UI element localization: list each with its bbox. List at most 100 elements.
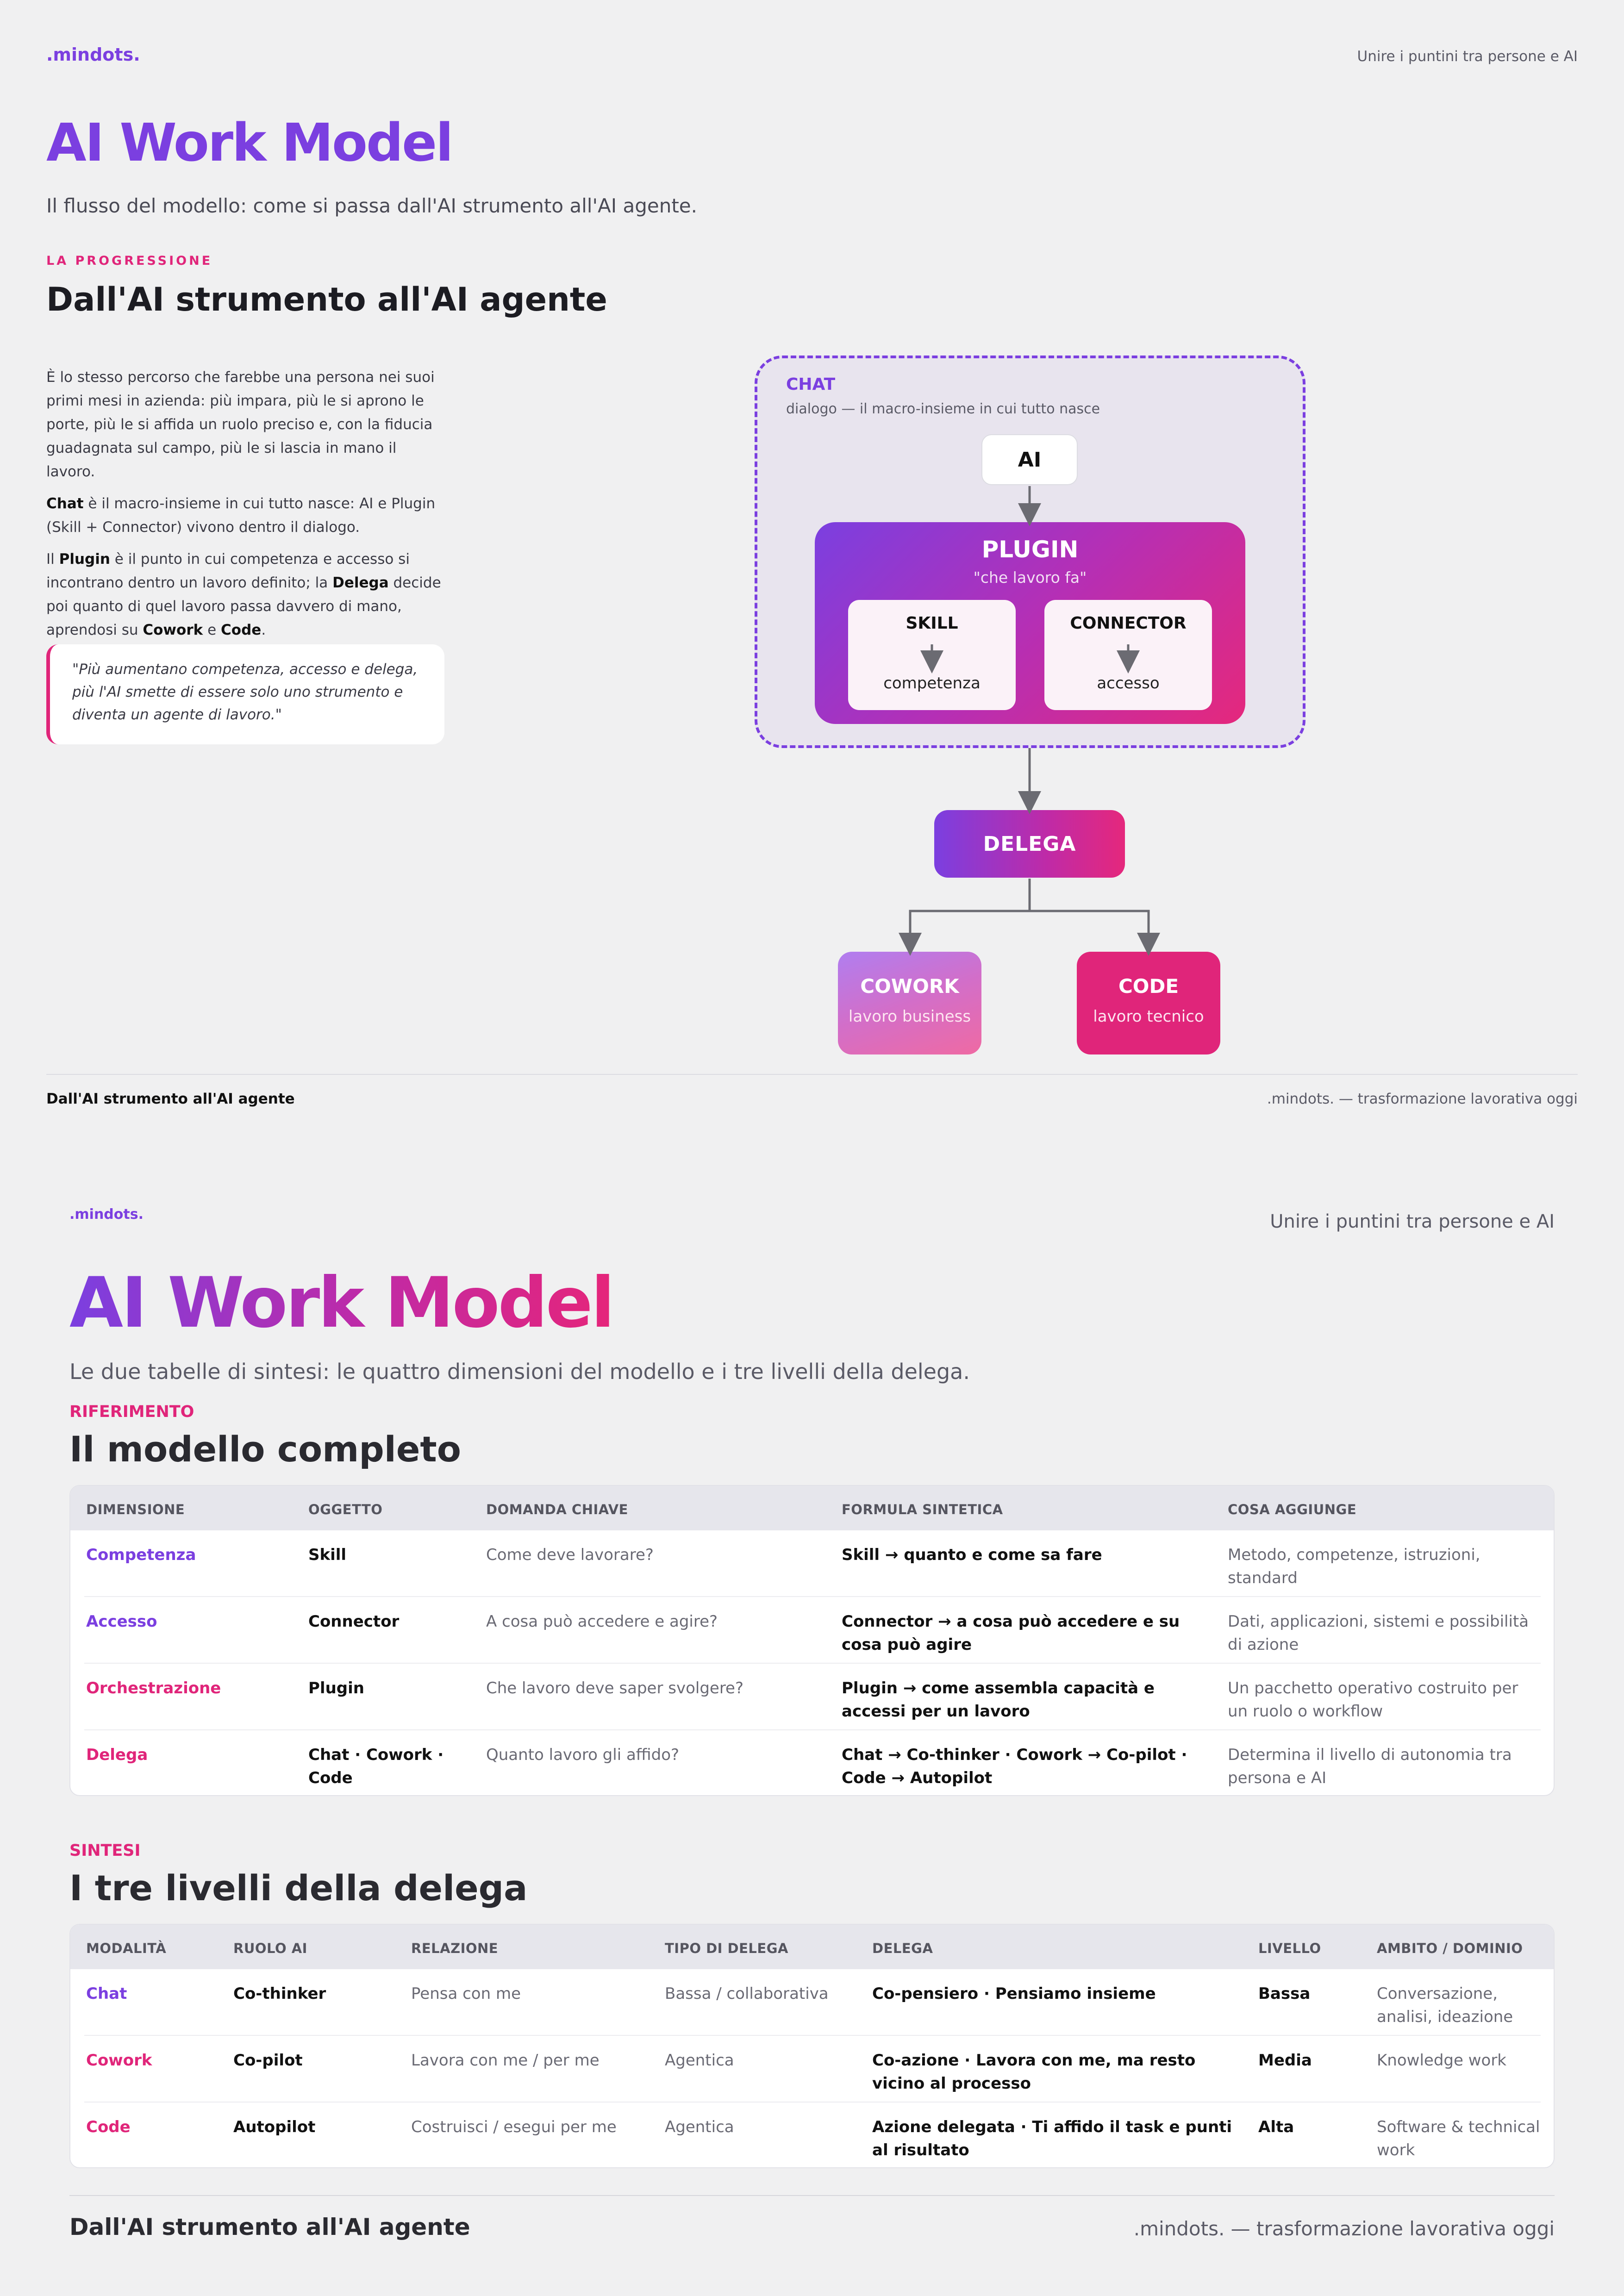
table-row: Code Autopilot Costruisci / esegui per m… — [84, 2103, 1541, 2167]
table-row: Delega Chat · Cowork · Code Quanto lavor… — [84, 1730, 1541, 1795]
column-header: LIVELLO — [1258, 1940, 1321, 1956]
table-cell: Un pacchetto operativo costruito per un … — [1228, 1679, 1518, 1721]
tagline: Unire i puntini tra persone e AI — [1357, 48, 1578, 65]
footer-title: Dall'AI strumento all'AI agente — [69, 2214, 470, 2240]
diagram-connectors — [899, 486, 1160, 956]
column-header: DELEGA — [872, 1940, 933, 1956]
table-cell: Autopilot — [233, 2118, 316, 2136]
table-cell: Quanto lavoro gli affido? — [486, 1746, 680, 1764]
table-cell: Software & technical work — [1377, 2118, 1540, 2159]
section-heading: Dall'AI strumento all'AI agente — [46, 281, 607, 318]
plugin-title: PLUGIN — [981, 536, 1079, 563]
divider — [46, 1074, 1578, 1075]
column-header: DIMENSIONE — [86, 1502, 185, 1517]
logo: .mindots. — [69, 1206, 144, 1223]
table-cell: Alta — [1258, 2118, 1294, 2136]
page-title: AI Work Model — [69, 1263, 615, 1343]
table-cell: Bassa / collaborativa — [665, 1984, 829, 2003]
page-subtitle: Il flusso del modello: come si passa dal… — [46, 194, 697, 217]
table-cell: A cosa può accedere e agire? — [486, 1612, 718, 1631]
plugin-subtitle: "che lavoro fa" — [973, 568, 1087, 586]
table-cell: Metodo, competenze, istruzioni, standard — [1228, 1546, 1480, 1587]
table-cell: Agentica — [665, 2051, 734, 2070]
table-cell: Chat — [86, 1984, 127, 2003]
table-row: Chat Co-thinker Pensa con me Bassa / col… — [84, 1969, 1541, 2036]
divider — [69, 2195, 1555, 2196]
table-cell: Conversazione, analisi, ideazione — [1377, 1984, 1513, 2026]
section-eyebrow: LA PROGRESSIONE — [46, 254, 213, 268]
page-title: AI Work Model — [46, 113, 453, 173]
column-header: FORMULA SINTETICA — [842, 1502, 1003, 1517]
column-header: DOMANDA CHIAVE — [486, 1502, 628, 1517]
cowork-subtitle: lavoro business — [848, 1007, 971, 1026]
column-header: RELAZIONE — [411, 1940, 499, 1956]
table-cell: Chat · Cowork · Code — [308, 1746, 444, 1787]
chat-description: dialogo — il macro-insieme in cui tutto … — [786, 401, 1100, 417]
logo: .mindots. — [46, 44, 140, 65]
body-paragraph: È lo stesso percorso che farebbe una per… — [46, 369, 435, 480]
code-subtitle: lavoro tecnico — [1093, 1007, 1204, 1026]
cowork-node: COWORK lavoro business — [838, 952, 981, 1054]
footer-brand: .mindots. — trasformazione lavorativa og… — [1133, 2217, 1555, 2240]
table-cell: Skill — [308, 1546, 347, 1564]
table-cell: Lavora con me / per me — [411, 2051, 600, 2070]
table-cell: Come deve lavorare? — [486, 1546, 654, 1564]
table-cell: Chat → Co-thinker · Cowork → Co-pilot · … — [842, 1746, 1187, 1787]
section-heading: I tre livelli della delega — [69, 1867, 528, 1909]
connector-text: accesso — [1097, 674, 1160, 693]
table-cell: Plugin — [308, 1679, 364, 1697]
page-subtitle: Le due tabelle di sintesi: le quattro di… — [69, 1359, 970, 1384]
footer-brand: .mindots. — trasformazione lavorativa og… — [1267, 1091, 1578, 1107]
table-cell: Azione delegata · Ti affido il task e pu… — [872, 2118, 1232, 2159]
table-cell: Costruisci / esegui per me — [411, 2118, 617, 2136]
section-eyebrow: SINTESI — [69, 1841, 141, 1860]
table-cell: Media — [1258, 2051, 1312, 2070]
table-cell: Agentica — [665, 2118, 734, 2136]
table-cell: Dati, applicazioni, sistemi e possibilit… — [1228, 1612, 1529, 1654]
table-cell: Pensa con me — [411, 1984, 521, 2003]
table-cell: Skill → quanto e come sa fare — [842, 1546, 1102, 1564]
table-row: Accesso Connector A cosa può accedere e … — [84, 1597, 1541, 1664]
table-row: Orchestrazione Plugin Che lavoro deve sa… — [84, 1664, 1541, 1730]
chat-label: CHAT — [786, 375, 836, 394]
code-title: CODE — [1118, 975, 1179, 998]
body-text: È lo stesso percorso che farebbe una per… — [46, 366, 444, 650]
table-cell: Bassa — [1258, 1984, 1311, 2003]
table-header: DIMENSIONE OGGETTO DOMANDA CHIAVE FORMUL… — [70, 1486, 1554, 1530]
table-cell: Code — [86, 2118, 131, 2136]
table-cell: Delega — [86, 1746, 148, 1764]
column-header: AMBITO / DOMINIO — [1377, 1940, 1523, 1956]
table-row: Cowork Co-pilot Lavora con me / per me A… — [84, 2036, 1541, 2103]
column-header: TIPO DI DELEGA — [665, 1940, 788, 1956]
branch-line — [1030, 910, 1160, 956]
pull-quote: "Più aumentano competenza, accesso e del… — [46, 644, 444, 744]
code-node: CODE lavoro tecnico — [1077, 952, 1220, 1054]
table-cell: Co-thinker — [233, 1984, 326, 2003]
table-cell: Connector — [308, 1612, 400, 1631]
table-cell: Co-pilot — [233, 2051, 303, 2070]
ai-node: AI — [981, 434, 1078, 485]
table-cell: Accesso — [86, 1612, 157, 1631]
footer-title: Dall'AI strumento all'AI agente — [46, 1091, 295, 1107]
table-cell: Connector → a cosa può accedere e su cos… — [842, 1612, 1180, 1654]
table-cell: Co-azione · Lavora con me, ma resto vici… — [872, 2051, 1196, 2093]
skill-title: SKILL — [906, 614, 958, 633]
table-row: Competenza Skill Come deve lavorare? Ski… — [84, 1530, 1541, 1597]
table-header: MODALITÀ RUOLO AI RELAZIONE TIPO DI DELE… — [70, 1925, 1554, 1969]
table-cell: Co-pensiero · Pensiamo insieme — [872, 1984, 1156, 2003]
branch-line — [899, 879, 1031, 956]
body-paragraph: Il Plugin è il punto in cui competenza e… — [46, 551, 441, 638]
model-table: DIMENSIONE OGGETTO DOMANDA CHIAVE FORMUL… — [69, 1485, 1555, 1796]
column-header: OGGETTO — [308, 1502, 383, 1517]
table-cell: Plugin → come assembla capacità e access… — [842, 1679, 1155, 1721]
table-cell: Determina il livello di autonomia tra pe… — [1228, 1746, 1512, 1787]
column-header: COSA AGGIUNGE — [1228, 1502, 1357, 1517]
tagline: Unire i puntini tra persone e AI — [1270, 1211, 1555, 1232]
table-cell: Che lavoro deve saper svolgere? — [486, 1679, 744, 1697]
table-cell: Orchestrazione — [86, 1679, 221, 1697]
table-cell: Cowork — [86, 2051, 152, 2070]
table-cell: Competenza — [86, 1546, 196, 1564]
cowork-title: COWORK — [860, 975, 959, 998]
connector-title: CONNECTOR — [1070, 614, 1187, 633]
body-paragraph: Chat è il macro-insieme in cui tutto nas… — [46, 495, 436, 536]
